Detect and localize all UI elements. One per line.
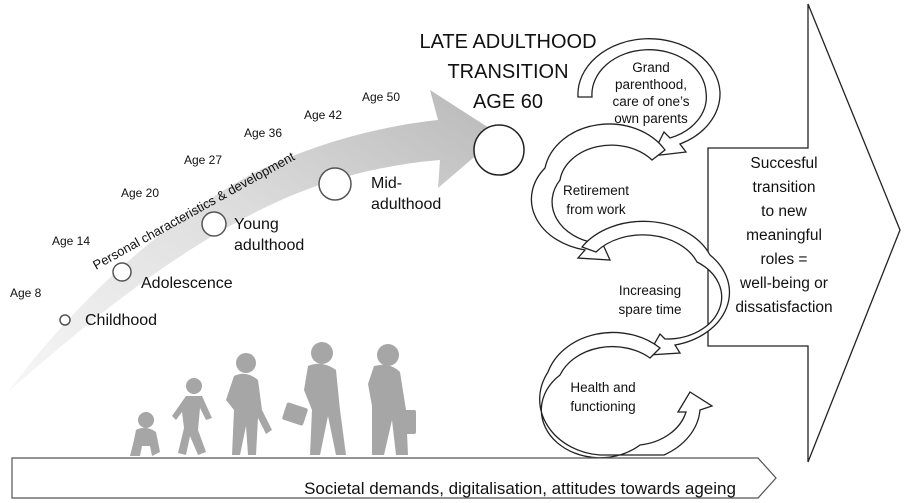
ageing-silhouettes bbox=[130, 342, 416, 456]
cycle-arrow-grandparenthood bbox=[577, 38, 721, 157]
stage-label-young-1: Young bbox=[234, 216, 279, 233]
cycle-label-spare-1: Increasing bbox=[619, 283, 681, 298]
age-label-8: Age 8 bbox=[10, 286, 42, 300]
transition-title-line3: AGE 60 bbox=[473, 91, 543, 113]
outcome-arrow bbox=[707, 3, 901, 463]
silhouette-child bbox=[172, 378, 212, 455]
late-adulthood-circle bbox=[473, 124, 525, 176]
cycle-label-grand-2: parenthood, bbox=[615, 77, 687, 92]
young-adulthood-circle bbox=[201, 211, 227, 237]
cycle-label-grand-3: care of one’s bbox=[612, 94, 689, 109]
cycle-label-ret-2: from work bbox=[566, 202, 626, 217]
outcome-line-5: roles = bbox=[761, 251, 808, 268]
childhood-circle bbox=[59, 314, 71, 326]
cycle-label-ret-1: Retirement bbox=[563, 183, 629, 198]
silhouette-adult bbox=[282, 342, 346, 455]
transition-title-line1: LATE ADULTHOOD bbox=[419, 31, 596, 53]
stage-label-adolescence: Adolescence bbox=[141, 275, 233, 292]
stage-label-young-2: adulthood bbox=[234, 237, 304, 254]
cycle-label-health-1: Health and bbox=[570, 380, 635, 395]
cycle-label-health-2: functioning bbox=[570, 399, 635, 414]
cycle-label-grand-4: own parents bbox=[614, 111, 688, 126]
stage-label-childhood: Childhood bbox=[85, 312, 157, 329]
societal-banner-text: Societal demands, digitalisation, attitu… bbox=[304, 479, 736, 498]
age-label-27: Age 27 bbox=[184, 153, 222, 167]
societal-banner-arrow bbox=[11, 457, 777, 499]
transition-title-line2: TRANSITION bbox=[447, 61, 568, 83]
outcome-line-4: meaningful bbox=[746, 227, 822, 244]
cycle-group bbox=[530, 38, 731, 459]
outcome-line-2: transition bbox=[753, 179, 816, 196]
mid-adulthood-circle bbox=[318, 167, 352, 201]
development-arrow bbox=[8, 90, 500, 392]
development-arrow-label: Personal characteristics & development bbox=[90, 149, 297, 273]
cycle-arrow-retirement bbox=[530, 123, 666, 261]
outcome-line-7: dissatisfaction bbox=[735, 299, 832, 316]
age-label-42: Age 42 bbox=[304, 108, 342, 122]
cycle-arrow-health bbox=[539, 331, 714, 459]
age-label-14: Age 14 bbox=[52, 234, 90, 248]
stage-label-mid-2: adulthood bbox=[371, 196, 441, 213]
cycle-label-spare-2: spare time bbox=[618, 302, 681, 317]
silhouette-toddler bbox=[130, 412, 160, 456]
stage-label-mid-1: Mid- bbox=[371, 175, 402, 192]
silhouette-teen bbox=[226, 353, 272, 455]
adolescence-circle bbox=[112, 262, 132, 282]
cycle-label-grand-1: Grand bbox=[632, 60, 670, 75]
age-label-50: Age 50 bbox=[362, 90, 400, 104]
outcome-line-1: Succesful bbox=[750, 155, 817, 172]
outcome-line-3: to new bbox=[761, 203, 807, 220]
age-label-36: Age 36 bbox=[244, 126, 282, 140]
outcome-line-6: well-being or bbox=[739, 275, 828, 292]
silhouette-elderly bbox=[368, 344, 416, 455]
age-label-20: Age 20 bbox=[121, 186, 159, 200]
